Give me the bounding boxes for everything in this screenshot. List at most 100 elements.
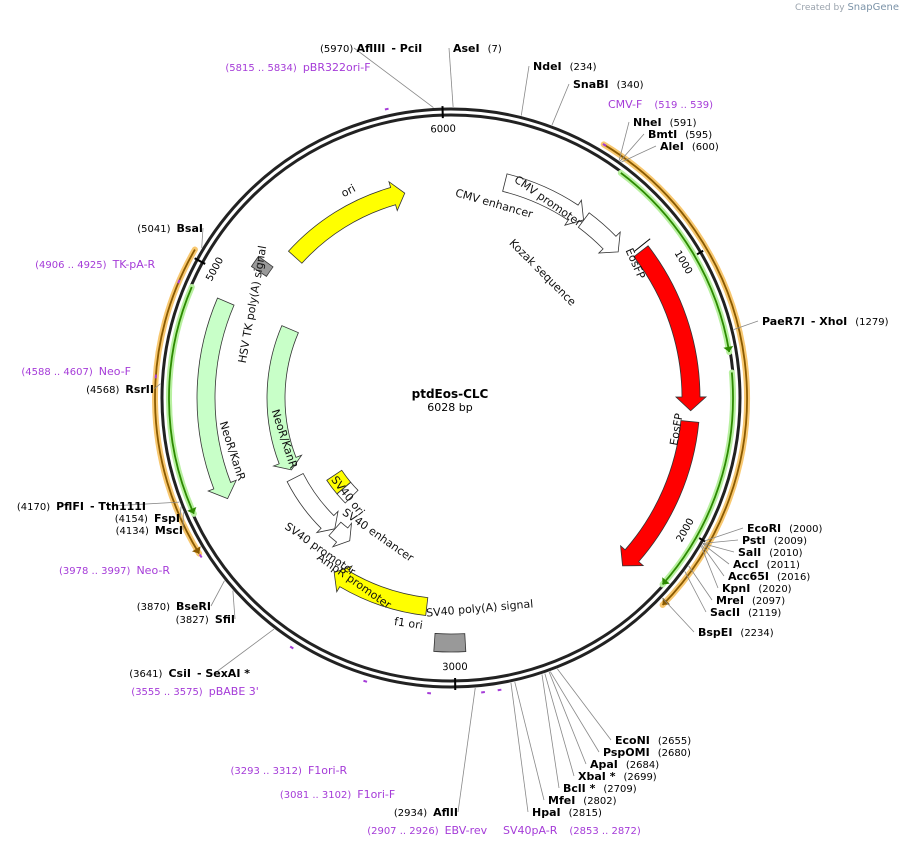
enzyme-leader: [701, 545, 725, 577]
feature-label: f1 ori: [393, 615, 423, 632]
enzyme-position: (234): [570, 62, 597, 73]
feature-box: [326, 469, 352, 495]
enzyme-position: (3827): [176, 615, 209, 626]
enzyme-name: PstI: [742, 534, 766, 547]
enzyme-leader: [214, 628, 275, 674]
enzyme-label: PspOMI(2680): [603, 746, 691, 759]
enzyme-leader: [110, 501, 180, 507]
plasmid-name: ptdEos-CLC: [412, 387, 489, 401]
enzyme-leader: [662, 597, 695, 633]
enzyme-leader: [541, 674, 560, 789]
enzyme-position: (2010): [769, 548, 802, 559]
enzyme-leader: [548, 671, 587, 765]
enzyme-position: (2097): [752, 596, 785, 607]
primer-site-mark: [177, 279, 181, 284]
enzyme-position: (3870): [137, 602, 170, 613]
enzyme-label: (5970) AflIII - PciI: [320, 42, 422, 55]
enzyme-leader: [549, 671, 600, 753]
enzyme-label: EcoNI(2655): [615, 734, 691, 747]
primer-label: (3293 .. 3312)F1ori-R: [231, 764, 348, 777]
enzyme-position: (4568): [86, 385, 119, 396]
enzyme-position: (2011): [767, 560, 800, 571]
orf-line: [620, 172, 731, 353]
enzyme-name: BspEI: [698, 626, 732, 639]
enzyme-label: (3870) BseRI: [137, 600, 211, 613]
enzyme-leader: [448, 47, 454, 108]
credit-prefix: Created by: [795, 3, 845, 13]
primer-label: (3978 .. 3997) Neo-R: [59, 564, 170, 577]
feature-arrow: [333, 565, 429, 616]
enzyme-name: BclI *: [563, 782, 596, 795]
enzyme-leader: [688, 565, 713, 601]
enzyme-label: (4170) PflFI - Tth111I: [17, 500, 146, 513]
enzyme-leader: [619, 133, 645, 162]
enzyme-leader: [702, 543, 735, 553]
enzyme-leader: [179, 506, 182, 519]
enzyme-position: (5970): [320, 44, 356, 55]
enzyme-label: AleI (600): [660, 140, 719, 153]
enzyme-name: AflIII: [356, 42, 385, 55]
primer-site-mark: [602, 143, 607, 147]
primer-site-mark: [497, 688, 502, 692]
enzyme-position: (2709): [603, 784, 636, 795]
enzyme-leader: [510, 682, 529, 813]
enzyme-position: (2234): [740, 628, 773, 639]
primer-site-mark: [363, 679, 368, 683]
primer-label: (4588 .. 4607)Neo-F: [21, 365, 131, 378]
orf-arrowhead: [192, 546, 201, 554]
primer-name: Neo-F: [99, 365, 131, 378]
enzyme-label: BspEI (2234): [698, 626, 774, 639]
enzyme-label: PaeR7I- XhoI(1279): [762, 315, 889, 328]
enzyme-name: AleI: [660, 140, 684, 153]
primer-label: (4906 .. 4925)TK-pA-R: [35, 258, 155, 271]
enzyme-label: (3641)CsiI- SexAI *: [129, 667, 250, 680]
enzyme-name: BseRI: [176, 600, 211, 613]
enzyme-position: (1279): [855, 317, 888, 328]
enzyme-isoschizomer: - SexAI *: [197, 667, 250, 680]
enzyme-name: ApaI: [590, 758, 618, 771]
orf-line: [661, 372, 734, 586]
kozak-mark: [634, 238, 651, 252]
enzyme-isoschizomer: - PciI: [391, 42, 422, 55]
primer-range: (2853 .. 2872): [569, 826, 641, 837]
primer-label: SV40pA-R(2853 .. 2872): [503, 824, 641, 837]
primer-name: Neo-R: [136, 564, 170, 577]
feature-box: [433, 633, 467, 653]
enzyme-leader: [621, 145, 657, 163]
enzyme-label: XbaI *(2699): [578, 770, 657, 783]
feature-arrow: [577, 212, 621, 254]
enzyme-position: (600): [692, 142, 719, 153]
enzyme-label: EcoRI(2000): [747, 522, 823, 535]
enzyme-label: (2934)AflII: [394, 806, 458, 819]
orf-arrows: [152, 141, 750, 608]
enzyme-name: RsrII: [125, 383, 154, 396]
enzyme-name: PflFI: [56, 500, 84, 513]
primer-range: (3978 .. 3997): [59, 566, 131, 577]
enzyme-label: MfeI(2802): [548, 794, 617, 807]
enzyme-name: PspOMI: [603, 746, 650, 759]
enzyme-name: BmtI: [648, 128, 677, 141]
enzyme-isoschizomer: - Tth111I: [90, 500, 146, 513]
enzyme-name: AflII: [433, 806, 458, 819]
enzyme-label: ApaI(2684): [590, 758, 659, 771]
enzyme-leader: [551, 83, 570, 126]
enzyme-label: NdeI(234): [533, 60, 597, 73]
enzyme-position: (4154): [115, 514, 148, 525]
enzyme-label: Acc65I(2016): [728, 570, 810, 583]
enzyme-name: CsiI: [168, 667, 190, 680]
enzyme-leader: [702, 543, 730, 565]
enzyme-position: (2655): [658, 736, 691, 747]
primer-site-mark: [289, 645, 294, 650]
primer-site-mark: [384, 107, 389, 111]
enzyme-label: SalI(2010): [738, 546, 803, 559]
enzyme-name: MscI: [155, 524, 183, 537]
enzyme-position: (4170): [17, 502, 50, 513]
enzyme-leader: [153, 383, 161, 390]
enzyme-label: BmtI(595): [648, 128, 712, 141]
tick-label: 6000: [430, 124, 456, 136]
enzyme-leader: [210, 580, 225, 607]
enzyme-label: HpaI(2815): [532, 806, 602, 819]
enzyme-label: KpnI(2020): [722, 582, 792, 595]
feature-arrow: [620, 420, 700, 567]
feature-arrow: [266, 325, 303, 471]
